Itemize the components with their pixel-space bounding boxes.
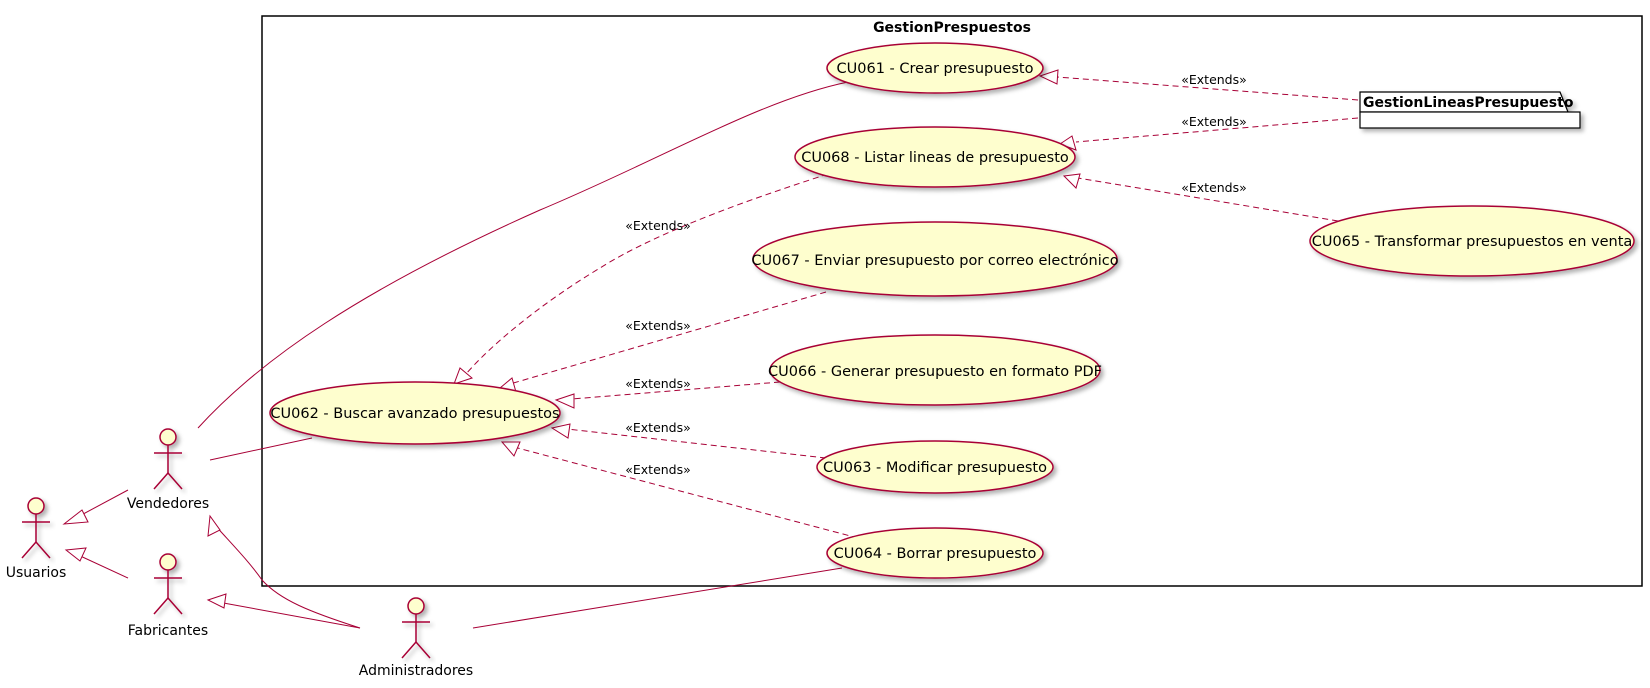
use-case-cu064[interactable]: CU064 - Borrar presupuesto	[826, 527, 1044, 579]
use-case-cu061[interactable]: CU061 - Crear presupuesto	[826, 42, 1044, 94]
actors: Usuarios Vendedores Fabricantes	[6, 428, 473, 679]
use-case-label: CU064 - Borrar presupuesto	[834, 546, 1037, 562]
package-gestion-lineas-presupuesto: GestionLineasPresupuesto	[1359, 91, 1581, 129]
use-case-label: CU065 - Transformar presupuestos en vent…	[1312, 234, 1633, 250]
ext-arrow-cu061	[1038, 69, 1059, 85]
package-body	[1359, 111, 1581, 129]
gen-arrow-fabricantes-usuarios	[64, 547, 87, 562]
ext-label-cu061: «Extends»	[1181, 72, 1247, 87]
gen-arrow-vendedores-usuarios	[62, 509, 89, 525]
ext-label-cu064: «Extends»	[625, 462, 691, 477]
ext-line-cu066-cu062	[559, 381, 781, 401]
gen-administradores-vendedores	[213, 523, 361, 629]
use-case-cu066[interactable]: CU066 - Generar presupuesto en formato P…	[768, 334, 1102, 406]
use-case-label: CU061 - Crear presupuesto	[837, 61, 1034, 77]
ext-label-cu068-cu062: «Extends»	[625, 218, 691, 233]
stick-figure-icon	[21, 497, 51, 559]
ext-arrow-cu062-c	[554, 393, 575, 409]
gen-arrow-administradores-vendedores	[207, 514, 221, 537]
extends-relations	[465, 75, 1359, 539]
assoc-vendedores-cu062	[209, 437, 313, 461]
package-title: GestionPrespuestos	[873, 20, 1031, 36]
associations	[197, 81, 849, 629]
assoc-administradores-cu064	[472, 567, 843, 629]
ext-line-cu065-cu068	[1077, 177, 1339, 222]
stick-figure-icon	[401, 597, 431, 659]
stick-figure-icon	[153, 428, 183, 490]
ext-arrow-cu068-bottom	[1062, 173, 1081, 189]
ext-label-cu065: «Extends»	[1181, 180, 1247, 195]
ext-arrow-cu062-e	[500, 441, 521, 457]
actor-label: Vendedores	[127, 496, 209, 512]
use-case-label: CU067 - Enviar presupuesto por correo el…	[751, 253, 1118, 269]
ext-line-cu067-cu062	[509, 291, 827, 385]
ext-line-pkg-cu061	[1043, 75, 1359, 101]
actor-administradores[interactable]: Administradores	[359, 597, 473, 679]
use-cases: CU061 - Crear presupuesto CU068 - Listar…	[269, 42, 1635, 579]
ext-label-cu066: «Extends»	[625, 376, 691, 391]
assoc-vendedores-cu061	[197, 81, 849, 429]
ext-line-pkg-cu068	[1075, 117, 1359, 143]
use-case-cu067[interactable]: CU067 - Enviar presupuesto por correo el…	[751, 221, 1119, 297]
ext-line-cu063-cu062	[557, 427, 827, 459]
use-case-label: CU068 - Listar lineas de presupuesto	[801, 150, 1069, 166]
actor-label: Usuarios	[6, 565, 67, 581]
use-case-label: CU066 - Generar presupuesto en formato P…	[768, 364, 1102, 380]
gen-fabricantes-usuarios	[75, 553, 129, 579]
actor-usuarios[interactable]: Usuarios	[6, 497, 67, 581]
ext-label-cu063: «Extends»	[625, 420, 691, 435]
actor-vendedores[interactable]: Vendedores	[127, 428, 209, 512]
use-case-label: CU063 - Modificar presupuesto	[823, 460, 1047, 476]
gen-arrow-administradores-fabricantes	[206, 593, 227, 609]
ext-line-cu068-cu062	[465, 173, 829, 375]
ext-arrow-cu062-a	[453, 367, 474, 385]
use-case-cu068[interactable]: CU068 - Listar lineas de presupuesto	[794, 126, 1076, 188]
package-gestion-prespuestos: GestionPrespuestos	[261, 15, 1643, 587]
use-case-cu062[interactable]: CU062 - Buscar avanzado presupuestos	[269, 381, 561, 445]
use-case-cu065[interactable]: CU065 - Transformar presupuestos en vent…	[1309, 205, 1635, 277]
ext-label-cu067: «Extends»	[625, 318, 691, 333]
actor-fabricantes[interactable]: Fabricantes	[128, 553, 208, 639]
ext-arrow-cu062-d	[550, 423, 571, 439]
external-package-title: GestionLineasPresupuesto	[1363, 95, 1574, 111]
stick-figure-icon	[153, 553, 183, 615]
actor-label: Fabricantes	[128, 623, 208, 639]
gen-administradores-fabricantes	[217, 601, 361, 629]
ext-label-cu068: «Extends»	[1181, 114, 1247, 129]
ext-line-cu064-cu062	[509, 445, 859, 539]
extends-labels: «Extends» «Extends» «Extends» «Extends» …	[625, 72, 1247, 477]
generalizations	[62, 489, 361, 629]
use-case-cu063[interactable]: CU063 - Modificar presupuesto	[816, 440, 1054, 494]
actor-label: Administradores	[359, 663, 473, 679]
use-case-label: CU062 - Buscar avanzado presupuestos	[270, 406, 559, 422]
